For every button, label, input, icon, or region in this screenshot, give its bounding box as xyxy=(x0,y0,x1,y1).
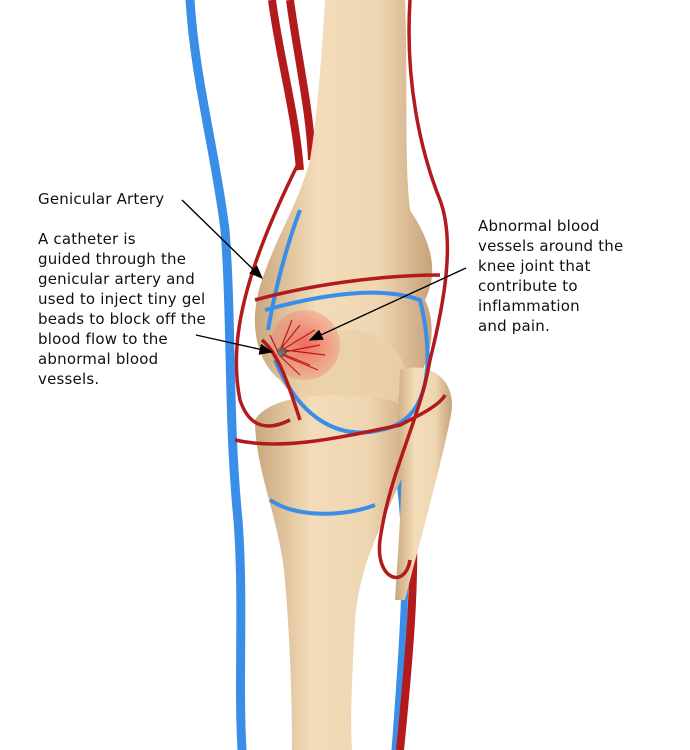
genicular-artery-label: Genicular Artery xyxy=(38,190,165,208)
catheter-description: A catheter is guided through the genicul… xyxy=(38,230,206,388)
tibia xyxy=(255,395,417,750)
fibula xyxy=(395,367,452,600)
abnormal-vessels xyxy=(269,319,326,376)
arteries xyxy=(234,0,450,580)
pointer-arrows xyxy=(181,199,467,355)
catheter-arrow xyxy=(195,334,274,355)
abnormal-vessels-description: Abnormal blood vessels around the knee j… xyxy=(478,217,624,335)
genicular-artery-arrow xyxy=(181,199,264,279)
abnormal-vessels-arrow xyxy=(308,267,467,341)
